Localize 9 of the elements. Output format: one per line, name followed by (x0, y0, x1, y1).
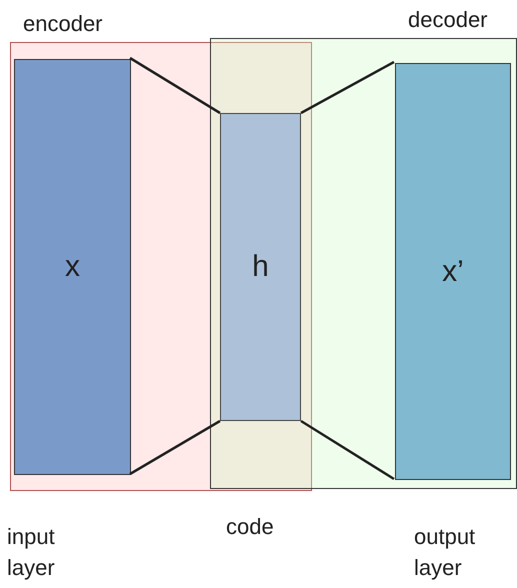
region-title: encoder (23, 11, 103, 37)
variable-label: x (65, 250, 80, 284)
variable-label: x’ (442, 254, 464, 288)
code-layer-box (220, 113, 301, 421)
layer-caption: input layer (7, 523, 56, 582)
layer-caption: code (226, 513, 275, 541)
variable-label: h (252, 250, 269, 284)
region-title: decoder (408, 7, 488, 33)
layer-caption: output layer (414, 523, 476, 582)
